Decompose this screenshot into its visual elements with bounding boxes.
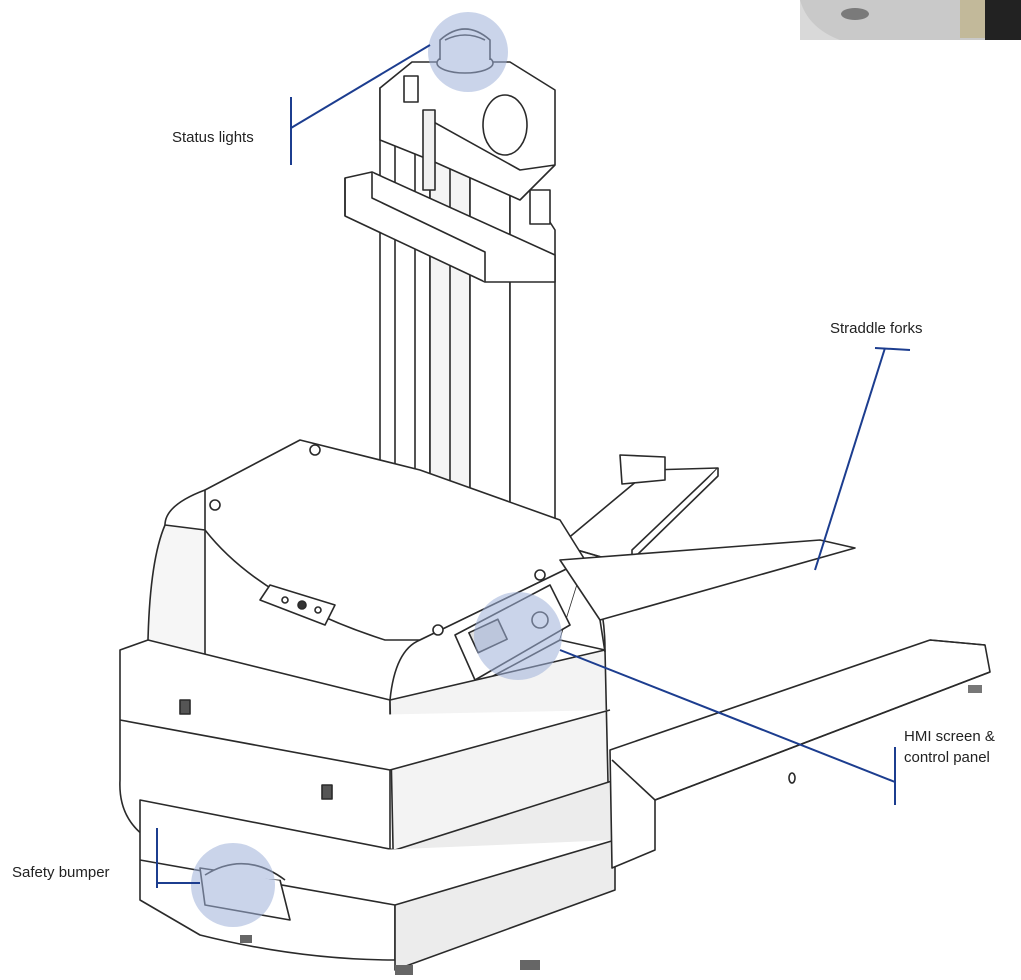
hmi-label-line1: HMI screen &	[904, 728, 995, 745]
front-fork	[559, 539, 991, 869]
robot-body	[119, 439, 616, 971]
status-lights-label: Status lights	[172, 129, 254, 146]
straddle-forks-leader	[874, 347, 911, 351]
corner-photo-fragment	[800, 0, 1021, 40]
rear-fork	[559, 454, 719, 567]
hmi-label: HMI screen & control panel	[904, 726, 995, 768]
hmi-label-line2: control panel	[904, 749, 990, 766]
hmi-pointer	[559, 649, 896, 783]
safety-bumper-highlight	[191, 843, 275, 927]
carriage-bar	[344, 171, 556, 283]
straddle-forks-label: Straddle forks	[830, 320, 923, 337]
casters	[240, 935, 540, 975]
safety-bumper-label: Safety bumper	[12, 864, 110, 881]
hmi-highlight	[474, 592, 562, 680]
mast	[379, 87, 556, 546]
straddle-forks-pointer	[814, 347, 886, 571]
callout-lines	[156, 44, 911, 888]
status-lights-highlight	[428, 12, 508, 92]
status-lights-pointer	[290, 44, 431, 129]
